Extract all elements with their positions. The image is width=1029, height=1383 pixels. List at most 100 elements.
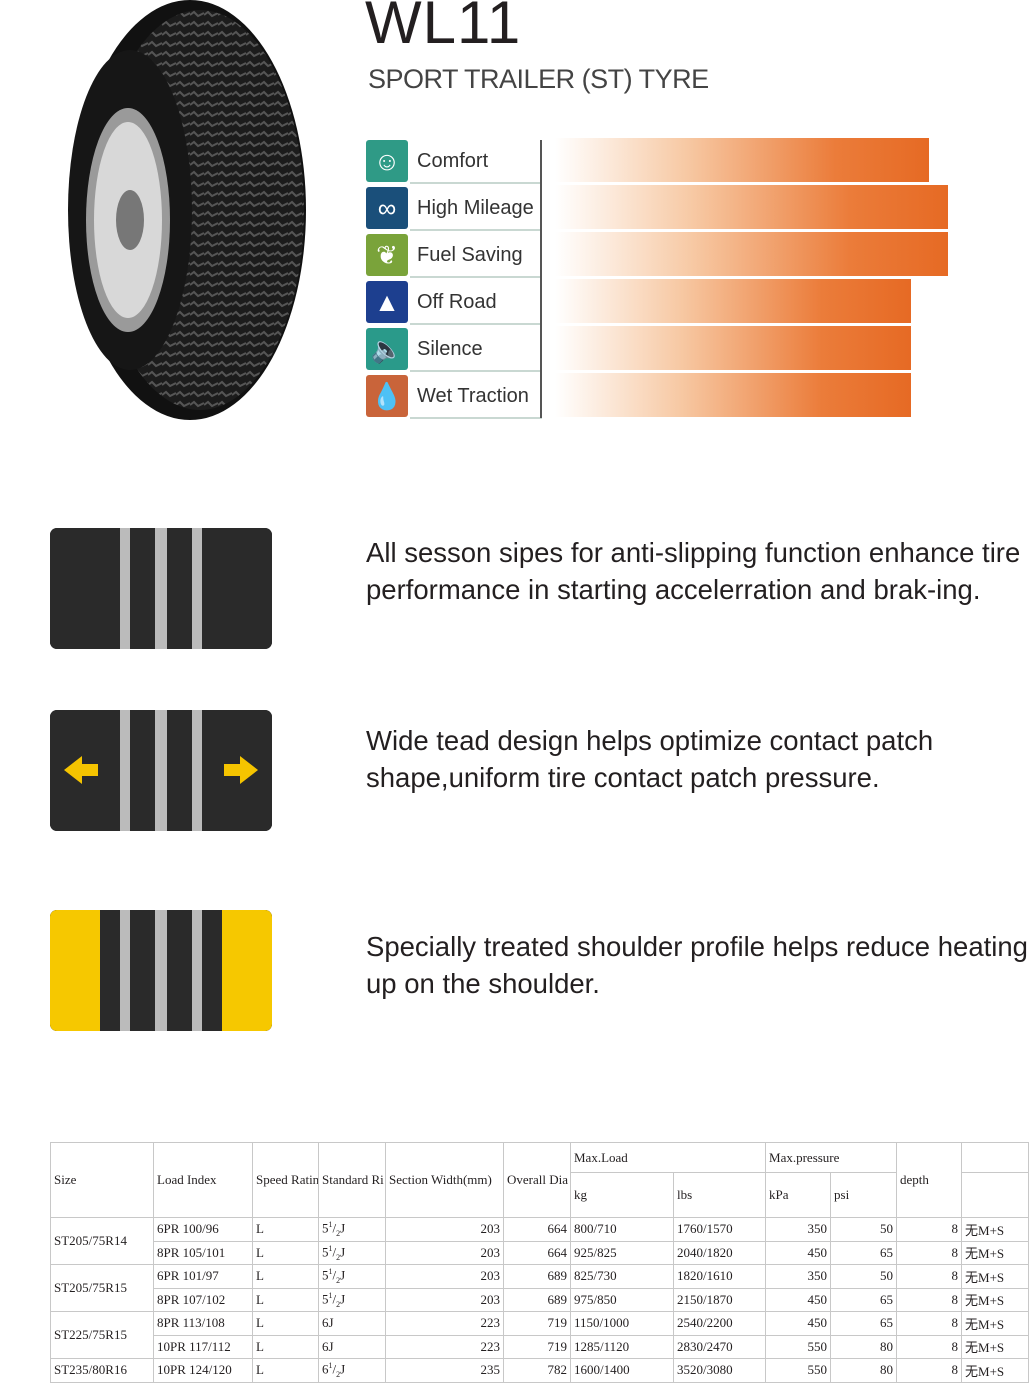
ms-cell: 无M+S bbox=[961, 1287, 1029, 1312]
rim-fraction: 1 bbox=[328, 1243, 333, 1253]
ms-cell: 无M+S bbox=[961, 1311, 1029, 1336]
depth-cell: 8 bbox=[896, 1217, 963, 1242]
depth-cell: 8 bbox=[896, 1358, 963, 1383]
kpa-cell: 450 bbox=[765, 1287, 832, 1312]
infinity-icon: ∞ bbox=[366, 187, 408, 229]
rating-label: High Mileage bbox=[417, 197, 534, 219]
rim-cell: 51/2J bbox=[318, 1217, 386, 1242]
header-standard-rim: Standard Ri bbox=[318, 1142, 386, 1218]
overall-diameter-cell: 664 bbox=[503, 1240, 571, 1265]
rating-label: Fuel Saving bbox=[417, 244, 523, 266]
psi-cell: 65 bbox=[830, 1311, 898, 1336]
depth-cell: 8 bbox=[896, 1264, 963, 1289]
speed-rating-cell: L bbox=[252, 1240, 319, 1265]
lbs-cell: 2040/1820 bbox=[672, 1240, 767, 1265]
kg-cell: 800/710 bbox=[570, 1217, 674, 1242]
rating-label: Off Road bbox=[417, 291, 497, 313]
header-lbs: lbs bbox=[672, 1172, 767, 1218]
product-subtitle: SPORT TRAILER (ST) TYRE bbox=[368, 64, 709, 94]
kg-cell: 1285/1120 bbox=[570, 1334, 674, 1359]
overall-diameter-cell: 689 bbox=[503, 1264, 571, 1289]
rim-suffix: J bbox=[340, 1267, 346, 1283]
speaker-mute-icon: 🔈 bbox=[366, 328, 408, 370]
rim-fraction-den: 2 bbox=[336, 1370, 341, 1380]
shoulder-profile-image bbox=[50, 910, 272, 1031]
section-width-cell: 203 bbox=[385, 1240, 504, 1265]
rating-bar bbox=[555, 326, 911, 370]
size-cell: ST205/75R15 bbox=[50, 1264, 154, 1312]
rim-whole: 5 bbox=[322, 1220, 329, 1236]
rim-whole: 5 bbox=[322, 1291, 329, 1307]
overall-diameter-cell: 689 bbox=[503, 1287, 571, 1312]
depth-cell: 8 bbox=[896, 1287, 963, 1312]
rim-fraction: 1 bbox=[328, 1290, 333, 1300]
psi-cell: 65 bbox=[830, 1240, 898, 1265]
rim-fraction: 1 bbox=[328, 1361, 333, 1371]
lbs-cell: 1820/1610 bbox=[672, 1264, 767, 1289]
header-size: Size bbox=[50, 1142, 154, 1218]
lbs-cell: 2150/1870 bbox=[672, 1287, 767, 1312]
header-load-index: Load Index bbox=[153, 1142, 253, 1218]
rim-whole: 6 bbox=[322, 1361, 329, 1377]
speed-rating-cell: L bbox=[252, 1358, 319, 1383]
tread-width-image bbox=[50, 710, 272, 831]
rim-fraction: 1 bbox=[328, 1267, 333, 1277]
water-drop-icon: 💧 bbox=[366, 375, 408, 417]
header-blank bbox=[961, 1172, 1029, 1218]
ms-cell: 无M+S bbox=[961, 1240, 1029, 1265]
feature-text-sipes: All sesson sipes for anti-slipping funct… bbox=[366, 537, 1021, 605]
smiley-icon: ☺ bbox=[366, 140, 408, 182]
rating-row-high-mileage: ∞ High Mileage bbox=[366, 185, 1029, 231]
arrow-right-icon bbox=[224, 756, 258, 784]
overall-diameter-cell: 664 bbox=[503, 1217, 571, 1242]
kg-cell: 1150/1000 bbox=[570, 1311, 674, 1336]
psi-cell: 50 bbox=[830, 1264, 898, 1289]
overall-diameter-cell: 782 bbox=[503, 1358, 571, 1383]
rim-suffix: J bbox=[340, 1361, 346, 1377]
ms-cell: 无M+S bbox=[961, 1217, 1029, 1242]
rating-bar bbox=[555, 279, 911, 323]
section-width-cell: 223 bbox=[385, 1311, 504, 1336]
rating-separator bbox=[410, 417, 542, 419]
rim-cell: 6J bbox=[318, 1334, 386, 1359]
rating-divider bbox=[540, 140, 542, 418]
kpa-cell: 350 bbox=[765, 1217, 832, 1242]
rim-cell: 6J bbox=[318, 1311, 386, 1336]
rim-cell: 61/2J bbox=[318, 1358, 386, 1383]
leaf-icon: ❦ bbox=[366, 234, 408, 276]
feature-text-shoulder: Specially treated shoulder profile helps… bbox=[366, 931, 1028, 999]
kpa-cell: 350 bbox=[765, 1264, 832, 1289]
rating-bar bbox=[555, 185, 949, 229]
load-index-cell: 6PR 101/97 bbox=[153, 1264, 253, 1289]
kpa-cell: 550 bbox=[765, 1334, 832, 1359]
kg-cell: 825/730 bbox=[570, 1264, 674, 1289]
ms-cell: 无M+S bbox=[961, 1264, 1029, 1289]
rating-label: Wet Traction bbox=[417, 385, 529, 407]
rating-row-wet-traction: 💧 Wet Traction bbox=[366, 373, 1029, 419]
header-kpa: kPa bbox=[765, 1172, 832, 1218]
kg-cell: 1600/1400 bbox=[570, 1358, 674, 1383]
rim-fraction: 1 bbox=[328, 1220, 333, 1230]
kpa-cell: 450 bbox=[765, 1311, 832, 1336]
depth-cell: 8 bbox=[896, 1240, 963, 1265]
header-max-load: Max.Load bbox=[569, 1142, 767, 1173]
rim-fraction-den: 2 bbox=[336, 1252, 341, 1262]
header-max-pressure: Max.pressure bbox=[765, 1142, 898, 1173]
rim-whole: 5 bbox=[322, 1267, 329, 1283]
load-index-cell: 10PR 117/112 bbox=[153, 1334, 253, 1359]
load-index-cell: 6PR 100/96 bbox=[153, 1217, 253, 1242]
rim-suffix: J bbox=[340, 1220, 346, 1236]
speed-rating-cell: L bbox=[252, 1287, 319, 1312]
rating-row-off-road: ▲ Off Road bbox=[366, 279, 1029, 325]
rating-separator bbox=[410, 182, 542, 184]
overall-diameter-cell: 719 bbox=[503, 1334, 571, 1359]
rating-separator bbox=[410, 229, 542, 231]
section-width-cell: 203 bbox=[385, 1217, 504, 1242]
rim-fraction-den: 2 bbox=[336, 1299, 341, 1309]
rating-row-fuel-saving: ❦ Fuel Saving bbox=[366, 232, 1029, 278]
kpa-cell: 550 bbox=[765, 1358, 832, 1383]
